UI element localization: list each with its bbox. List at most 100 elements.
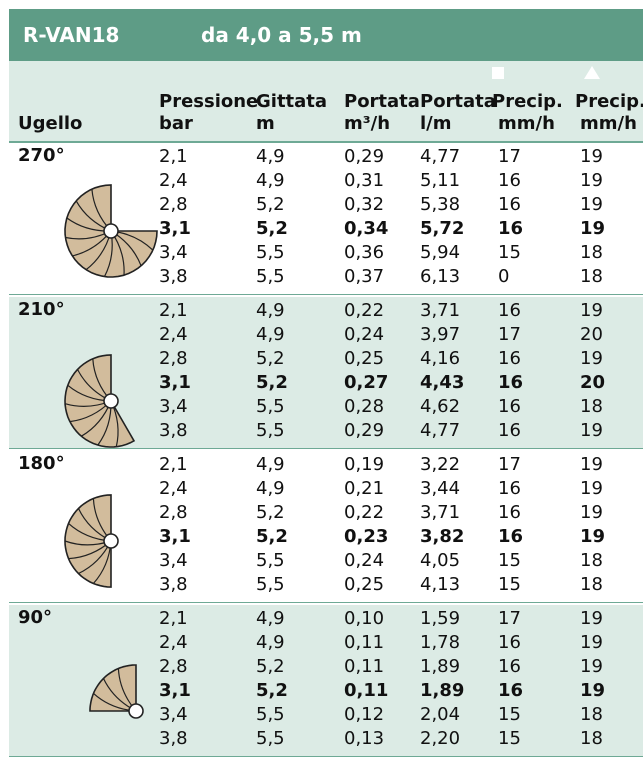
table-cell: 17	[498, 324, 521, 345]
table-cell: 17	[498, 146, 521, 167]
nozzle-arc-icon	[89, 664, 144, 719]
table-cell: 4,9	[256, 146, 285, 167]
table-cell: 4,9	[256, 300, 285, 321]
table-cell: 16	[498, 218, 524, 239]
table-cell: 19	[580, 218, 606, 239]
table-cell: 19	[580, 680, 606, 701]
header-radius-unit: m	[256, 113, 275, 134]
table-cell: 2,1	[159, 146, 188, 167]
header-flow-m3h-unit: m³/h	[344, 113, 391, 134]
header-pressure-unit: bar	[159, 113, 193, 134]
group-separator	[9, 756, 643, 757]
table-cell: 0,22	[344, 502, 385, 523]
table-cell: 4,62	[420, 396, 461, 417]
table-cell: 0,28	[344, 396, 385, 417]
table-cell: 0,19	[344, 454, 385, 475]
square-spacing-icon	[492, 67, 504, 79]
table-cell: 16	[498, 348, 521, 369]
table-cell: 5,2	[256, 348, 285, 369]
table-cell: 19	[580, 420, 603, 441]
table-cell: 19	[580, 608, 603, 629]
table-cell: 3,8	[159, 420, 188, 441]
table-cell: 5,11	[420, 170, 461, 191]
table-cell: 5,2	[256, 502, 285, 523]
table-cell: 19	[580, 656, 603, 677]
table-cell: 1,89	[420, 656, 461, 677]
table-cell: 16	[498, 194, 521, 215]
table-cell: 16	[498, 502, 521, 523]
table-cell: 18	[580, 574, 603, 595]
header-precip-triangle: Precip.	[575, 91, 643, 112]
table-cell: 3,1	[159, 680, 191, 701]
table-cell: 4,05	[420, 550, 461, 571]
table-cell: 0,13	[344, 728, 385, 749]
table-cell: 4,77	[420, 146, 461, 167]
table-cell: 3,1	[159, 218, 191, 239]
group-separator	[9, 448, 643, 449]
table-cell: 5,5	[256, 396, 285, 417]
table-title-bar: R-VAN18 da 4,0 a 5,5 m	[9, 9, 643, 61]
table-cell: 20	[580, 372, 606, 393]
table-cell: 2,8	[159, 502, 188, 523]
table-cell: 0,11	[344, 656, 385, 677]
table-cell: 2,1	[159, 608, 188, 629]
table-cell: 1,78	[420, 632, 461, 653]
header-nozzle: Ugello	[18, 113, 83, 134]
table-cell: 3,71	[420, 300, 461, 321]
table-cell: 18	[580, 728, 603, 749]
table-cell: 15	[498, 704, 521, 725]
table-cell: 16	[498, 632, 521, 653]
table-cell: 3,71	[420, 502, 461, 523]
table-cell: 18	[580, 266, 603, 287]
table-cell: 0,25	[344, 574, 385, 595]
table-cell: 1,89	[420, 680, 465, 701]
table-cell: 0,24	[344, 324, 385, 345]
table-cell: 0,36	[344, 242, 385, 263]
table-cell: 3,1	[159, 526, 191, 547]
group-separator	[9, 602, 643, 603]
table-cell: 3,22	[420, 454, 461, 475]
table-cell: 5,5	[256, 574, 285, 595]
table-cell: 16	[498, 656, 521, 677]
table-cell: 3,4	[159, 550, 188, 571]
table-cell: 0,21	[344, 478, 385, 499]
table-cell: 5,94	[420, 242, 461, 263]
table-cell: 4,16	[420, 348, 461, 369]
table-cell: 3,8	[159, 266, 188, 287]
nozzle-arc-icon	[64, 494, 119, 588]
table-cell: 2,8	[159, 194, 188, 215]
table-cell: 2,04	[420, 704, 461, 725]
table-cell: 19	[580, 170, 603, 191]
triangle-spacing-icon	[584, 66, 600, 79]
table-cell: 2,4	[159, 170, 188, 191]
table-cell: 1,59	[420, 608, 461, 629]
table-cell: 0,27	[344, 372, 389, 393]
table-cell: 3,4	[159, 242, 188, 263]
table-cell: 5,72	[420, 218, 465, 239]
table-cell: 5,5	[256, 420, 285, 441]
table-cell: 5,5	[256, 550, 285, 571]
table-cell: 4,9	[256, 632, 285, 653]
table-cell: 16	[498, 478, 521, 499]
table-cell: 0,32	[344, 194, 385, 215]
table-cell: 5,2	[256, 656, 285, 677]
table-cell: 3,44	[420, 478, 461, 499]
table-cell: 2,4	[159, 632, 188, 653]
table-cell: 4,43	[420, 372, 465, 393]
table-cell: 16	[498, 396, 521, 417]
group-separator	[9, 294, 643, 295]
